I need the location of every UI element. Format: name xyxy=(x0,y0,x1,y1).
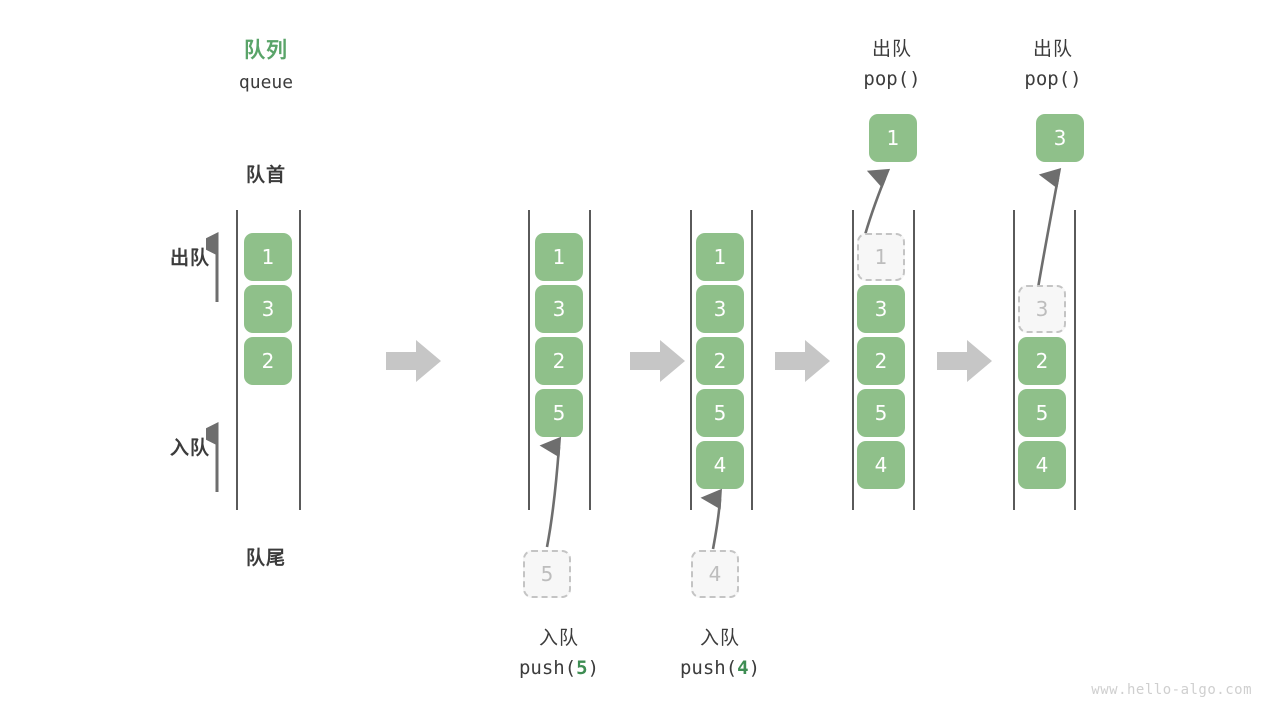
queue-cell: 2 xyxy=(696,337,744,385)
operation-label-chinese: 入队 xyxy=(699,627,740,649)
queue-cell: 2 xyxy=(535,337,583,385)
rail-right xyxy=(913,210,915,510)
queue-cell: 1 xyxy=(696,233,744,281)
transition-arrow-icon xyxy=(775,338,831,384)
op-code-prefix: push( xyxy=(679,657,738,679)
queue-cell: 1 xyxy=(244,233,292,281)
queue-cell: 2 xyxy=(1018,337,1066,385)
operation-label-chinese: 出队 xyxy=(1032,38,1073,60)
popped-element: 3 xyxy=(1036,114,1084,162)
queue-cell: 2 xyxy=(244,337,292,385)
site-watermark: www.hello-algo.com xyxy=(1091,682,1252,698)
popped-element: 1 xyxy=(869,114,917,162)
diagram-title-code: queue xyxy=(238,72,294,93)
queue-cell: 3 xyxy=(535,285,583,333)
push-arrow-icon xyxy=(539,436,562,548)
queue-cell-new: 5 xyxy=(535,389,583,437)
incoming-element-ghost: 5 xyxy=(523,550,571,598)
rail-right xyxy=(751,210,753,510)
queue-cell: 5 xyxy=(696,389,744,437)
operation-label-chinese: 出队 xyxy=(871,38,912,60)
queue-cell: 3 xyxy=(696,285,744,333)
op-code-argument: 4 xyxy=(737,657,749,679)
op-code-suffix: ) xyxy=(909,68,921,90)
queue-head-label: 队首 xyxy=(245,164,286,186)
op-code-suffix: ) xyxy=(1070,68,1082,90)
queue-cell: 4 xyxy=(857,441,905,489)
incoming-element-ghost: 4 xyxy=(691,550,739,598)
operation-label-code: push(5) xyxy=(489,657,629,679)
op-code-suffix: ) xyxy=(587,657,600,679)
queue-cell: 3 xyxy=(857,285,905,333)
op-code-suffix: ) xyxy=(748,657,761,679)
vacated-slot-ghost: 3 xyxy=(1018,285,1066,333)
diagram-title-chinese: 队列 xyxy=(244,38,288,62)
rail-left xyxy=(690,210,692,510)
pop-arrow-icon xyxy=(1035,168,1062,295)
rail-left xyxy=(852,210,854,510)
operation-label-chinese: 入队 xyxy=(538,627,579,649)
op-code-prefix: push( xyxy=(518,657,577,679)
enqueue-direction-arrow-icon xyxy=(206,422,219,492)
operation-label-code: pop() xyxy=(983,68,1123,90)
queue-cell: 2 xyxy=(857,337,905,385)
dequeue-direction-label: 出队 xyxy=(169,247,210,269)
queue-cell: 3 xyxy=(244,285,292,333)
rail-right xyxy=(299,210,301,510)
operation-label-code: push(4) xyxy=(650,657,790,679)
transition-arrow-icon xyxy=(386,338,442,384)
rail-right xyxy=(1074,210,1076,510)
push-arrow-icon xyxy=(700,488,722,550)
rail-left xyxy=(1013,210,1015,510)
queue-tail-label: 队尾 xyxy=(245,547,286,569)
queue-cell: 5 xyxy=(1018,389,1066,437)
operation-label-code: pop() xyxy=(822,68,962,90)
enqueue-direction-label: 入队 xyxy=(169,437,210,459)
vacated-slot-ghost: 1 xyxy=(857,233,905,281)
rail-right xyxy=(589,210,591,510)
rail-left xyxy=(236,210,238,510)
queue-cell-new: 4 xyxy=(696,441,744,489)
op-code-prefix: pop( xyxy=(863,68,910,90)
op-code-prefix: pop( xyxy=(1024,68,1071,90)
transition-arrow-icon xyxy=(630,338,686,384)
op-code-argument: 5 xyxy=(576,657,588,679)
transition-arrow-icon xyxy=(937,338,993,384)
dequeue-direction-arrow-icon xyxy=(206,232,219,302)
queue-cell: 4 xyxy=(1018,441,1066,489)
queue-cell: 5 xyxy=(857,389,905,437)
rail-left xyxy=(528,210,530,510)
queue-cell: 1 xyxy=(535,233,583,281)
